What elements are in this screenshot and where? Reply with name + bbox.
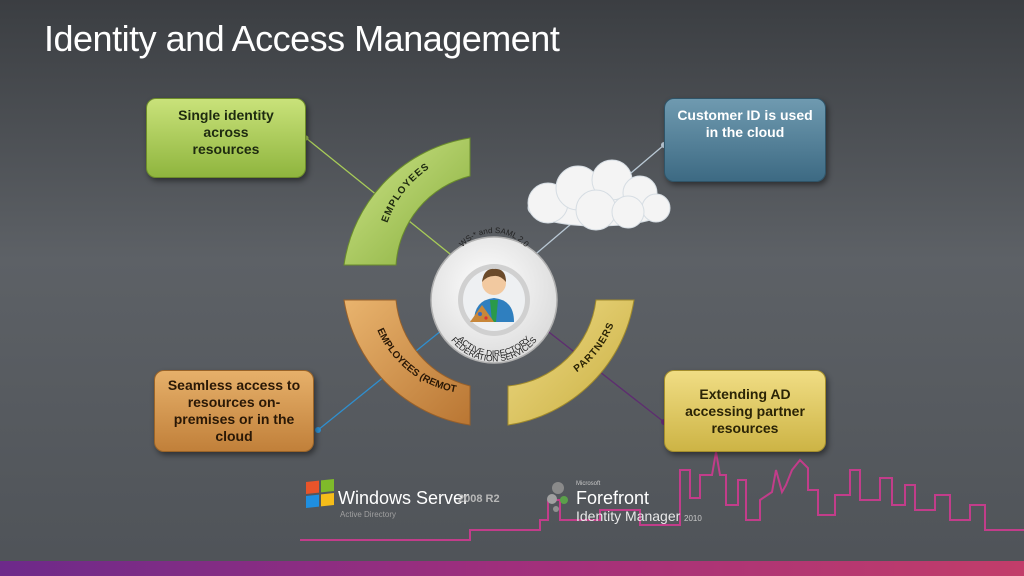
windows-flag-icon — [306, 479, 334, 508]
slide-title: Identity and Access Management — [44, 18, 560, 59]
forefront-logo-text: Forefront — [576, 488, 650, 508]
extending-ad-text: Extending AD — [699, 385, 791, 402]
seamless-access-text: cloud — [215, 428, 253, 444]
seamless-access-box: Seamless access to resources on- premise… — [154, 370, 314, 452]
forefront-year: 2010 — [684, 514, 702, 523]
single-identity-text: Single identity across — [178, 107, 274, 140]
extending-ad-text: resources — [711, 419, 779, 436]
customer-id-text: Customer ID is used — [677, 107, 813, 123]
bottom-accent-bar — [0, 561, 1024, 576]
single-identity-text: resources — [192, 141, 260, 157]
customer-id-box: Customer ID is used in the cloud — [664, 98, 826, 182]
forefront-logo-icon — [547, 482, 568, 512]
windows-server-subtitle: Active Directory — [340, 510, 397, 519]
seamless-access-text: resources on- — [187, 394, 281, 410]
extending-ad-text: accessing partner — [685, 402, 805, 419]
single-identity-box: Single identity across resources — [146, 98, 306, 178]
windows-server-version: 2008 R2 — [458, 493, 500, 505]
seamless-access-text: Seamless access to — [167, 377, 301, 393]
customer-id-text: in the cloud — [705, 124, 785, 140]
windows-server-logo-text: Windows Server — [338, 488, 470, 508]
forefront-brand-small: Microsoft — [576, 481, 601, 487]
extending-ad-box: Extending AD accessing partner resources — [664, 370, 826, 452]
employees-arc-band — [343, 137, 471, 266]
seamless-access-text: premises or in the — [173, 411, 295, 427]
partners-arc-band — [507, 299, 635, 426]
employees-remote-arc-band — [343, 299, 471, 426]
cloud-icon — [527, 159, 671, 231]
city-skyline-outline — [300, 451, 1024, 541]
user-icon — [470, 268, 514, 322]
forefront-subtitle: Identity Manager — [576, 508, 681, 524]
